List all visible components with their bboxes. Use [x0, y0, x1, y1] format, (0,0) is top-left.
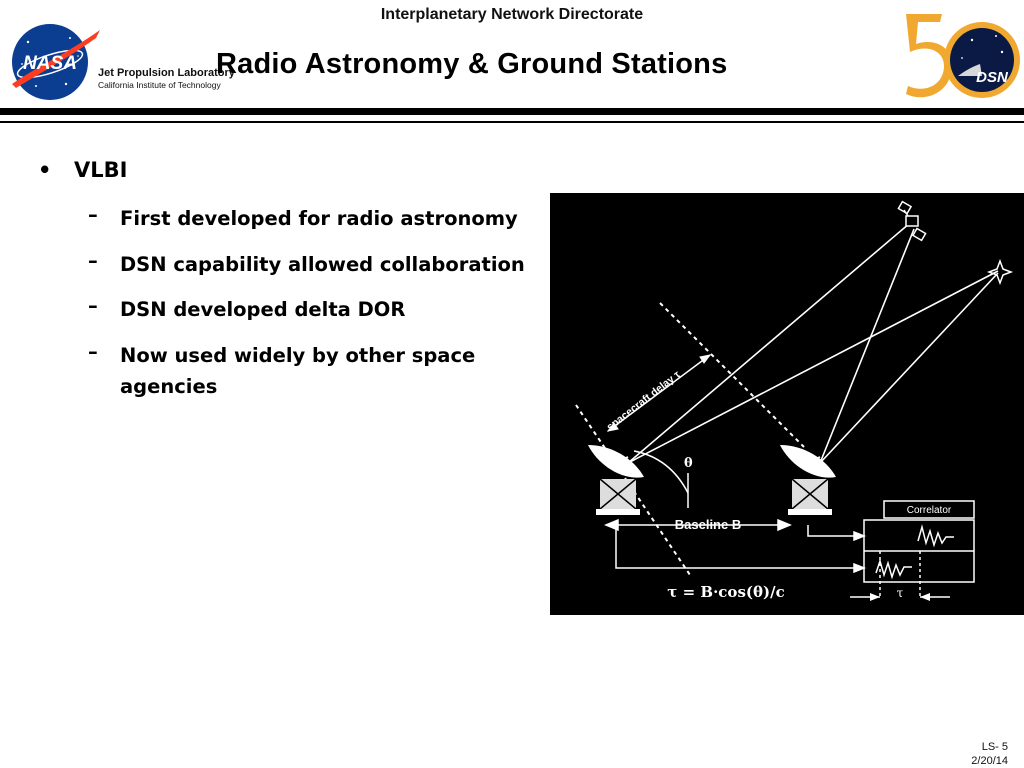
footer: LS- 5 2/20/14 — [971, 740, 1008, 768]
page-number: LS- 5 — [981, 741, 1008, 753]
radio-source-star-icon — [986, 258, 1014, 286]
jpl-block: Jet Propulsion Laboratory California Ins… — [98, 67, 235, 90]
signal-line-ant2 — [807, 525, 862, 537]
theta-label: θ — [684, 456, 693, 471]
ray-ant2-star — [819, 272, 999, 464]
correlator-signal-top — [917, 524, 954, 548]
nasa-logo: NASA — [12, 24, 100, 100]
bullet-dot: • — [38, 158, 52, 182]
signal-line-ant1 — [615, 525, 862, 569]
subitem-text: First developed for radio astronomy — [120, 207, 518, 230]
correlator-signal-bottom — [875, 558, 912, 580]
spacecraft-icon — [897, 200, 927, 242]
subitem-text: Now used widely by other space agencies — [120, 344, 476, 398]
baseline-arrowhead — [604, 518, 619, 532]
delay-arrowhead — [699, 354, 712, 364]
ray-ant1-star — [627, 270, 999, 464]
baseline-arrowhead — [777, 518, 792, 532]
subitem-dash: – — [88, 203, 98, 226]
ray-ant1-spacecraft — [627, 222, 911, 464]
tau-label: τ — [897, 586, 904, 600]
slide-title: Radio Astronomy & Ground Stations — [216, 48, 728, 80]
subitem-text: DSN developed delta DOR — [120, 298, 406, 321]
jpl-name: Jet Propulsion Laboratory — [98, 67, 235, 79]
dsn-50-logo: DSN — [906, 14, 1020, 98]
subitem-dash: – — [88, 340, 98, 363]
header-rule-thick — [0, 108, 1024, 115]
header-rule-thin — [0, 121, 1024, 123]
nasa-logo-text: NASA — [23, 53, 77, 74]
correlator-label: Correlator — [907, 505, 952, 516]
ray-ant2-spacecraft — [819, 228, 915, 464]
tau-arrowhead — [870, 593, 880, 601]
dsn-logo-text: DSN — [976, 69, 1009, 86]
antenna-2-icon — [780, 445, 836, 515]
subitem-dash: – — [88, 294, 98, 317]
tau-arrowhead — [920, 593, 930, 601]
subitem-text: DSN capability allowed collaboration — [120, 253, 525, 276]
delay-formula: τ = B·cos(θ)/c — [667, 583, 784, 601]
jpl-subtitle: California Institute of Technology — [98, 80, 221, 90]
correlator-label-box — [883, 500, 975, 519]
wavefront-dashed-line-left — [575, 404, 691, 576]
signal-line-arrowhead — [853, 562, 867, 574]
delay-arrowhead — [606, 422, 619, 432]
baseline-label: Baseline B — [675, 517, 741, 532]
antenna-1-icon — [588, 445, 644, 515]
theta-arc — [633, 450, 689, 494]
wavefront-dashed-line-right — [659, 302, 805, 448]
signal-line-arrowhead — [853, 530, 867, 542]
slide-date: 2/20/14 — [971, 755, 1008, 767]
delay-arrow — [607, 354, 711, 432]
delay-label: spacecraft delay τ — [604, 368, 682, 433]
subitem-dash: – — [88, 249, 98, 272]
directorate-label: Interplanetary Network Directorate — [380, 6, 644, 23]
bullet-text: VLBI — [74, 158, 128, 182]
vlbi-diagram: Baseline B spacecraft delay τ θ Correlat… — [550, 193, 1024, 615]
